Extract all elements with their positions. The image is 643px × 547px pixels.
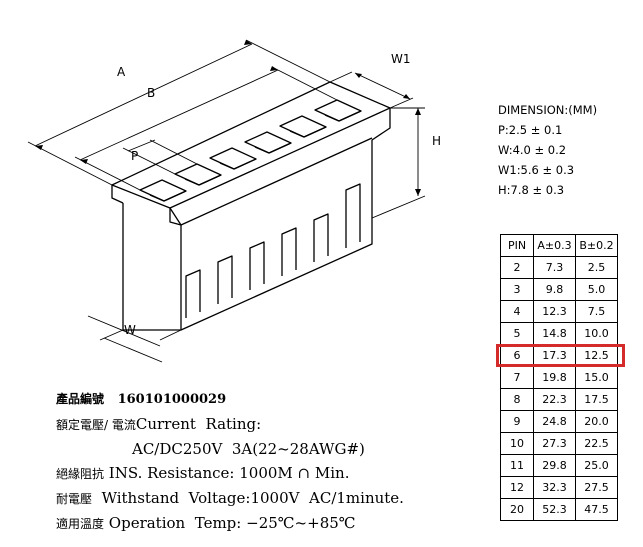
temp-line: 適用溫度 Operation Temp: −25℃~+85℃ bbox=[56, 511, 404, 536]
cell-a: 14.8 bbox=[533, 322, 576, 345]
row-highlight-box bbox=[496, 344, 625, 367]
dimension-w: W:4.0 ± 0.2 bbox=[498, 143, 567, 157]
cell-a: 24.8 bbox=[533, 410, 576, 433]
cell-a: 29.8 bbox=[533, 454, 576, 477]
cell-a: 7.3 bbox=[533, 256, 576, 279]
header-pin: PIN bbox=[500, 234, 534, 257]
cell-pin: 5 bbox=[500, 322, 534, 345]
cell-a: 9.8 bbox=[533, 278, 576, 301]
label-p: P bbox=[131, 149, 138, 163]
cell-pin: 7 bbox=[500, 366, 534, 389]
insulation-value: 1000M ∩ Min. bbox=[239, 464, 350, 482]
cell-pin: 20 bbox=[500, 498, 534, 521]
cell-pin: 11 bbox=[500, 454, 534, 477]
cell-pin: 9 bbox=[500, 410, 534, 433]
cell-a: 22.3 bbox=[533, 388, 576, 411]
cell-b: 15.0 bbox=[575, 366, 618, 389]
withstand-line: 耐電壓 Withstand Voltage:1000V AC/1minute. bbox=[56, 486, 404, 511]
dimension-title: DIMENSION:(MM) bbox=[498, 103, 598, 117]
cell-b: 5.0 bbox=[575, 278, 618, 301]
cell-a: 27.3 bbox=[533, 432, 576, 455]
connector-left-edge bbox=[111, 185, 124, 204]
cell-pin: 10 bbox=[500, 432, 534, 455]
cell-pin: 8 bbox=[500, 388, 534, 411]
temp-label-en: Operation Temp: bbox=[108, 514, 242, 532]
rating-value: AC/DC250V 3A(22~28AWG#) bbox=[132, 440, 365, 458]
rating-line: 額定電壓/ 電流Current Rating: bbox=[56, 412, 404, 437]
cell-pin: 12 bbox=[500, 476, 534, 499]
rating-value-line: AC/DC250V 3A(22~28AWG#) bbox=[56, 437, 404, 461]
cell-b: 10.0 bbox=[575, 322, 618, 345]
insulation-line: 絕緣阻抗 INS. Resistance: 1000M ∩ Min. bbox=[56, 461, 404, 486]
cell-b: 25.0 bbox=[575, 454, 618, 477]
cell-pin: 2 bbox=[500, 256, 534, 279]
label-w: W bbox=[124, 323, 136, 337]
cell-a: 19.8 bbox=[533, 366, 576, 389]
cell-pin: 3 bbox=[500, 278, 534, 301]
withstand-value: 1000V AC/1minute. bbox=[250, 489, 404, 507]
table-header-row: PIN A±0.3 B±0.2 bbox=[500, 234, 618, 257]
cell-a: 52.3 bbox=[533, 498, 576, 521]
label-w1: W1 bbox=[391, 52, 411, 66]
rating-label-en: Current Rating: bbox=[135, 415, 262, 433]
cell-b: 20.0 bbox=[575, 410, 618, 433]
cell-b: 47.5 bbox=[575, 498, 618, 521]
label-a: A bbox=[117, 65, 126, 79]
rating-label-cn: 額定電壓/ 電流 bbox=[56, 418, 136, 432]
spec-block: 產品編號 160101000029 額定電壓/ 電流Current Rating… bbox=[56, 387, 404, 536]
cell-a: 32.3 bbox=[533, 476, 576, 499]
part-number-line: 產品編號 160101000029 bbox=[56, 387, 404, 412]
cell-b: 2.5 bbox=[575, 256, 618, 279]
part-number-label: 產品編號 bbox=[56, 392, 105, 406]
withstand-label-en: Withstand Voltage: bbox=[101, 489, 251, 507]
cell-pin: 4 bbox=[500, 300, 534, 323]
label-b: B bbox=[147, 86, 155, 100]
temp-label-cn: 適用溫度 bbox=[56, 517, 105, 531]
part-number: 160101000029 bbox=[117, 392, 227, 407]
connector-drawing: A B P W1 H W bbox=[27, 39, 441, 363]
insulation-label-cn: 絕緣阻抗 bbox=[56, 467, 105, 481]
dimension-p: P:2.5 ± 0.1 bbox=[498, 123, 563, 137]
dimension-list: DIMENSION:(MM) P:2.5 ± 0.1 W:4.0 ± 0.2 W… bbox=[498, 100, 597, 200]
cell-b: 22.5 bbox=[575, 432, 618, 455]
insulation-label-en: INS. Resistance: bbox=[108, 464, 235, 482]
cell-b: 17.5 bbox=[575, 388, 618, 411]
label-h: H bbox=[432, 134, 441, 148]
pin-slots bbox=[185, 183, 361, 318]
cell-a: 12.3 bbox=[533, 300, 576, 323]
cavity-row bbox=[139, 99, 362, 202]
withstand-label-cn: 耐電壓 bbox=[56, 492, 93, 506]
cell-b: 7.5 bbox=[575, 300, 618, 323]
header-a: A±0.3 bbox=[533, 234, 576, 257]
temp-value: −25℃~+85℃ bbox=[246, 514, 356, 532]
connector-right-face bbox=[371, 108, 391, 218]
dimension-w1: W1:5.6 ± 0.3 bbox=[498, 163, 575, 177]
header-b: B±0.2 bbox=[575, 234, 618, 257]
dimension-h: H:7.8 ± 0.3 bbox=[498, 183, 565, 197]
cell-b: 27.5 bbox=[575, 476, 618, 499]
